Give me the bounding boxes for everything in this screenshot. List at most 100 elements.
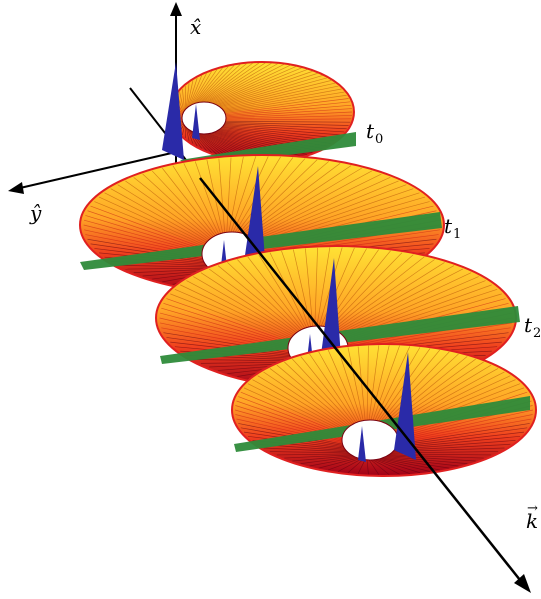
ring-t3-ribbon-line: [292, 455, 353, 462]
ring-t0-hole: [181, 101, 227, 135]
ring-t0-ribbon-line: [218, 75, 323, 107]
ring-t3-ribbon-line: [370, 345, 390, 421]
ring-t2-field-vector: [320, 258, 342, 372]
ring-t3-ribbon-line: [328, 458, 360, 471]
ring-t3-ribbon-line: [366, 345, 369, 421]
ring-t2-ribbon-line: [328, 252, 403, 328]
ring-t3-ribbon-line: [397, 418, 532, 444]
ring-t1-ribbon-line: [142, 173, 213, 238]
k-axis-arrowhead: [514, 574, 531, 593]
ring-t1-ribbon-line: [110, 188, 207, 243]
ring-t0-ribbon-line: [224, 94, 347, 113]
ring-t1-ribbon-line: [228, 156, 244, 233]
ring-t0-ribbon-line: [213, 67, 302, 104]
ring-t0-ribbon-line: [225, 122, 349, 126]
ring-t0-ribbon-line: [199, 63, 247, 103]
ring-t1-ribbon-line: [83, 219, 203, 253]
ring-t2-ribbon-line: [334, 259, 435, 331]
ring-t2-ribbon-line: [217, 265, 299, 332]
ring-t3-ribbon-line: [395, 435, 521, 449]
helix-rings: [79, 61, 537, 477]
ring-t0-ribbon-line: [186, 80, 194, 108]
ring-t0-ribbon-line: [206, 62, 272, 103]
ring-t3-ribbon-line: [396, 431, 525, 448]
ring-t2-ribbon-line: [166, 298, 290, 343]
ring-t3-ribbon-line: [276, 453, 350, 456]
ring-t3-ribbon-line: [337, 348, 362, 422]
ring-t2-ribbon-line: [258, 254, 306, 329]
ring-t0-ribbon-line: [219, 77, 327, 108]
ring-t1-ribbon-line: [248, 167, 362, 237]
ring-t3-ribbon-line: [300, 356, 355, 424]
ring-t2-ribbon-line: [332, 256, 425, 330]
ring-t0-ribbon-line: [194, 67, 223, 104]
ring-t0-ribbon-line: [185, 83, 190, 109]
ring-t2-ribbon-line: [174, 288, 291, 340]
ring-t2-ribbon-line: [208, 268, 297, 334]
ring-t0-ribbon-line: [196, 65, 235, 104]
ring-t0-ribbon-line: [224, 124, 345, 133]
time-label-t0-base: t: [366, 119, 375, 143]
ring-t3-ribbon-line: [385, 456, 468, 464]
ring-t3-field-vector: [394, 352, 416, 460]
ring-t0-ribbon-line: [225, 111, 353, 119]
ring-t3-ribbon-line: [318, 351, 359, 423]
ring-t0-ribbon-line: [225, 101, 351, 116]
ring-t2-ribbon-line: [305, 248, 314, 327]
ring-t0-ribbon-line: [188, 129, 202, 149]
ring-t0-ribbon-line: [224, 91, 345, 112]
ring-t2-ribbon-line: [170, 293, 290, 341]
ring-t3-ribbon-line: [357, 346, 366, 421]
ring-t0-ribbon-lines: [171, 62, 353, 162]
ring-t1-ribbon-line: [98, 196, 205, 246]
ring-t3-ribbon-line: [357, 459, 366, 474]
ring-t3-ribbon-line: [370, 459, 390, 475]
ring-t1-ribbon-line: [230, 156, 257, 233]
ring-t3-ribbon-line: [397, 409, 534, 441]
ring-t1-ribbon-line: [250, 170, 372, 237]
ring-t3-ribbon-line: [238, 423, 343, 445]
ring-t0-ribbon-line: [192, 69, 218, 105]
ring-t3-ribbon-line: [347, 459, 364, 474]
ring-t3-ribbon-line: [284, 361, 352, 426]
ring-t2-ribbon-line: [340, 272, 472, 335]
ring-t3-ribbon-line: [247, 383, 345, 433]
ring-t0-ribbon-line: [204, 62, 266, 103]
ring-t1-ribbon-line: [125, 180, 210, 241]
ring-t3-ribbon-line: [284, 454, 352, 459]
ring-t0-ribbon-line: [201, 62, 253, 103]
ring-t0-ribbon-line: [198, 64, 241, 103]
ring-t3-ribbon-line: [240, 391, 344, 435]
ring-t0-field-vector: [162, 62, 184, 160]
time-label-t1-index: 1: [453, 227, 461, 242]
ring-t2-ribbon-line: [330, 254, 414, 329]
ring-t2-ribbon-line: [163, 302, 289, 344]
time-label-t0: t 0: [366, 119, 383, 147]
ring-t1-ribbon-line: [90, 205, 204, 249]
ring-t0-ribbon-line: [182, 88, 185, 111]
ring-t3-ribbon-line: [382, 457, 450, 469]
ring-t2-ribbon-line: [281, 250, 310, 328]
ring-t0-ribbon-line: [225, 108, 352, 118]
ring-t1-ribbon-line: [246, 165, 352, 236]
ring-t3-ribbon-line: [243, 387, 344, 434]
ring-t0-ribbon-line: [222, 85, 339, 110]
ring-t3-ribbon-line: [269, 368, 349, 428]
ring-t3-ribbon-line: [376, 459, 421, 474]
ring-t2-ribbon-line: [316, 247, 331, 327]
ring-t0-ribbon-line: [220, 80, 332, 109]
ring-t3-ribbon-line: [263, 447, 348, 453]
k-axis-label: k →: [526, 501, 538, 533]
ring-t2-ribbon-line: [337, 265, 455, 332]
ring-t1-ribbon-line: [117, 184, 208, 242]
ring-t1-ribbon-line: [133, 177, 211, 239]
ring-t2-ribbon-line: [193, 359, 294, 362]
ring-t1-ribbon-line: [125, 267, 210, 270]
ring-t0-ribbon-line: [207, 63, 278, 103]
ring-t3-ribbon-line: [385, 356, 468, 424]
ring-t3-ribbon-line: [327, 349, 360, 422]
ring-t0-ribbon-line: [210, 65, 291, 104]
ring-t2-ribbon-line: [339, 268, 464, 334]
ring-t0-field-vector-back: [192, 104, 200, 140]
y-axis-label: ŷ: [29, 201, 42, 225]
